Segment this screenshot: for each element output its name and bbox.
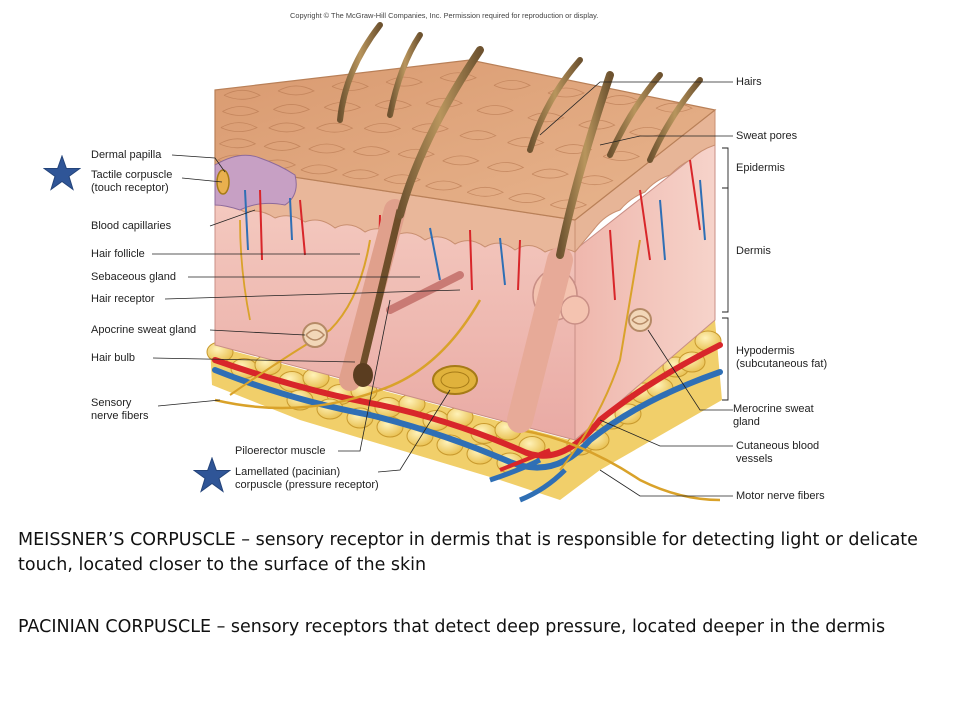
label-cutaneous-blood-vessels: Cutaneous blood vessels <box>736 440 820 465</box>
label-epidermis: Epidermis <box>736 162 785 174</box>
label-sweat-pores: Sweat pores <box>736 130 798 142</box>
epidermis-side-band <box>574 108 716 254</box>
surface-scale <box>219 138 257 149</box>
surface-scale <box>487 162 525 172</box>
surface-scale <box>331 81 369 91</box>
label-apocrine-sweat-gland: Apocrine sweat gland <box>91 324 197 336</box>
surface-scale <box>531 168 569 179</box>
surface-scale <box>555 144 593 154</box>
label-motor-nerve-fibers: Motor nerve fibers <box>736 490 825 502</box>
description-meissner-corpuscle: MEISSNER’S CORPUSCLE – sensory receptor … <box>18 530 918 575</box>
surface-scale <box>263 141 301 151</box>
surface-scale <box>324 101 362 112</box>
label-merocrine-sweat-gland: Merocrine sweat gland <box>733 403 814 428</box>
surface-scale <box>223 89 261 100</box>
surface-scale <box>342 169 380 180</box>
tactile-corpuscle <box>216 169 230 195</box>
dermis-side-face <box>574 138 716 442</box>
label-sensory-nerve-fibers: Sensory nerve fibers <box>91 397 149 422</box>
label-hair-receptor: Hair receptor <box>91 293 155 305</box>
label-tactile-corpuscle: Tactile corpuscle (touch receptor) <box>91 169 173 194</box>
surface-scale <box>268 122 306 133</box>
piloerector-muscle <box>386 271 464 314</box>
surface-scale <box>308 143 346 154</box>
label-hypodermis: Hypodermis (subcutaneous fat) <box>736 345 828 370</box>
merocrine-sweat-gland <box>628 308 652 332</box>
surface-scale <box>397 148 435 159</box>
lamellated-pacinian-corpuscle <box>432 365 478 395</box>
nerve-fibers <box>214 219 721 502</box>
label-hairs: Hairs <box>736 76 762 88</box>
surface-scale <box>300 164 338 175</box>
surface-scale <box>273 104 311 114</box>
label-dermis: Dermis <box>736 245 771 257</box>
surface-scale <box>425 180 463 191</box>
copyright-notice: Copyright © The McGraw-Hill Companies, I… <box>290 11 599 20</box>
label-leader-lines <box>152 81 733 497</box>
label-dermal-papilla: Dermal papilla <box>91 149 162 161</box>
apocrine-sweat-gland <box>302 322 328 348</box>
surface-scale <box>459 130 497 141</box>
surface-scale <box>493 79 531 90</box>
surface-scale <box>353 146 391 157</box>
surface-scale <box>374 99 413 110</box>
hairs <box>337 22 703 259</box>
skin-surface-top <box>214 59 717 221</box>
surface-scale <box>316 122 354 133</box>
description-pacinian-corpuscle: PACINIAN CORPUSCLE – sensory receptors t… <box>18 617 886 637</box>
label-sebaceous-gland: Sebaceous gland <box>91 271 177 283</box>
cutaway-notch <box>214 154 297 211</box>
surface-scale <box>439 72 477 83</box>
surface-scale <box>425 97 463 108</box>
surface-scale <box>364 123 402 133</box>
label-hair-follicle: Hair follicle <box>91 248 145 260</box>
label-hair-bulb: Hair bulb <box>91 352 136 364</box>
pacinian-star-icon <box>193 457 231 493</box>
label-lamellated-corpuscle: Lamellated (pacinian) corpuscle (pressur… <box>235 466 379 491</box>
label-piloerector-muscle: Piloerector muscle <box>235 445 326 457</box>
surface-scale <box>508 193 546 203</box>
surface-scale <box>383 174 421 185</box>
surface-scale <box>222 106 260 116</box>
layer-brackets <box>722 147 729 401</box>
meissner-star-icon <box>43 155 81 191</box>
surface-scale <box>507 137 545 148</box>
surface-scale <box>442 155 480 166</box>
hair-follicle <box>339 199 573 433</box>
surface-scale <box>550 199 588 210</box>
surface-scale <box>655 102 693 113</box>
surface-scale <box>411 123 449 134</box>
surface-scale <box>476 105 514 115</box>
surface-scale <box>576 175 614 186</box>
label-blood-capillaries: Blood capillaries <box>91 220 172 232</box>
surface-scale <box>277 85 315 96</box>
surface-scale <box>220 122 258 133</box>
surface-scale <box>466 186 505 197</box>
